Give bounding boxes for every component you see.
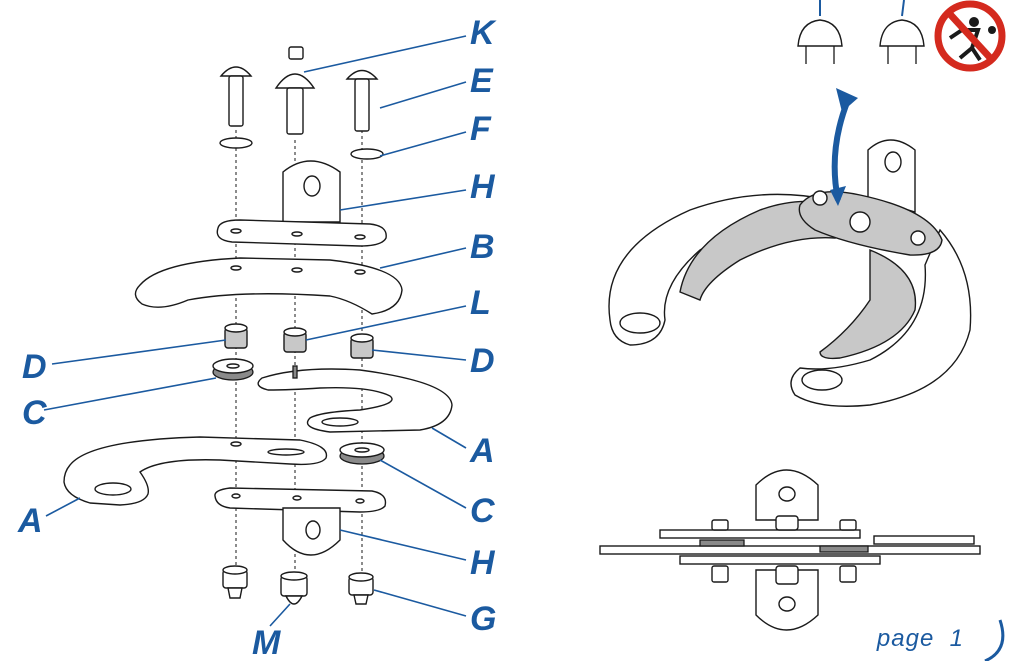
spacer-d-right (350, 333, 374, 359)
side-view (599, 469, 981, 631)
nut-center (280, 571, 308, 605)
washer-c-left (212, 358, 254, 381)
label-k: K (470, 14, 497, 52)
washer-left (219, 137, 253, 149)
nut-illustration-wrong (879, 0, 925, 64)
assembled-plate-b (790, 228, 972, 407)
label-m: M (252, 624, 281, 661)
bolt-left (219, 66, 253, 127)
nut-illustration-ok (797, 0, 843, 64)
plate-b (134, 257, 403, 315)
label-a-left: A (17, 502, 43, 540)
spacer-l (283, 327, 307, 353)
label-g: G (470, 600, 496, 638)
label-c-right: C (470, 492, 495, 530)
nut-left (222, 565, 248, 599)
assembled-center-plate (798, 190, 943, 256)
plate-a-right (257, 365, 453, 433)
label-h-bottom: H (470, 544, 496, 582)
label-l: L (470, 284, 491, 322)
bracket-h-bottom (214, 487, 387, 556)
bracket-h-top (216, 160, 387, 247)
plate-a-left (63, 436, 328, 506)
assembled-bracket (867, 139, 916, 213)
page-number: 1 (949, 625, 964, 652)
part-labels: K E F H B L D D C A C A H G M (17, 14, 497, 662)
page-word: page (876, 625, 935, 652)
nut-right (348, 572, 374, 605)
prohibition-sign-icon (934, 0, 1006, 72)
label-c-left: C (22, 394, 47, 432)
exploded-view: K E F H B L D D C A C A H G M (17, 14, 497, 662)
washer-right (350, 148, 384, 160)
bolt-center (274, 73, 316, 135)
label-b: B (470, 228, 495, 266)
page-corner-swoosh (984, 619, 1005, 663)
label-d-right: D (470, 342, 495, 380)
label-h-top: H (470, 168, 496, 206)
label-f: F (470, 110, 492, 148)
spacer-d-left (224, 323, 248, 349)
assembled-view (608, 0, 1006, 407)
leader-lines (43, 35, 467, 627)
rotate-arrow-icon (830, 88, 858, 206)
bolt-right (345, 69, 379, 132)
assembled-grey-arc-right (819, 248, 917, 360)
page-number-label: page 1 (877, 625, 964, 653)
label-d-left: D (22, 348, 47, 386)
label-e: E (470, 62, 494, 100)
label-a-right: A (469, 432, 495, 470)
side-view-bolts (711, 515, 857, 585)
washer-c-right (339, 442, 385, 465)
grub-screw-k (288, 46, 304, 60)
